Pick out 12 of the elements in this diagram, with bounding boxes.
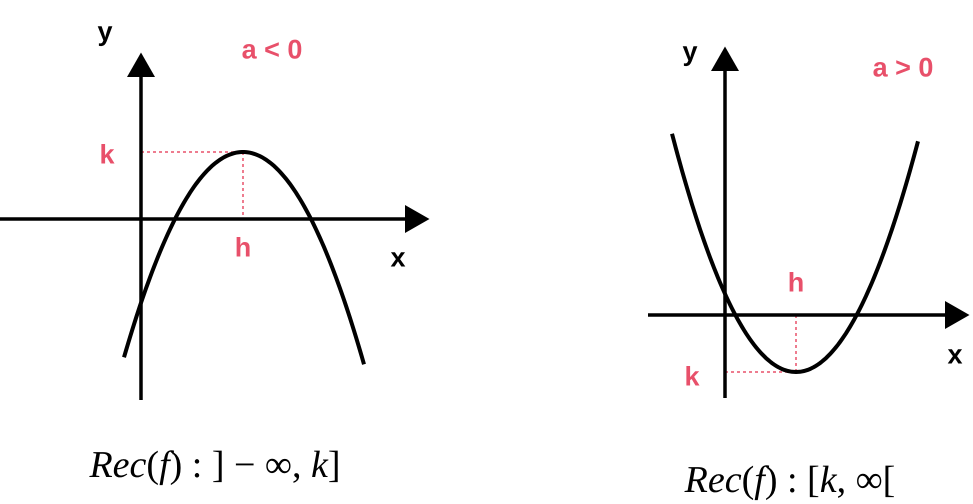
vertex-label: k <box>684 364 700 390</box>
vertex-label: h <box>234 234 252 262</box>
axis-label: y <box>97 18 113 46</box>
vertex-label: h <box>788 270 804 296</box>
vertex-label: k <box>99 142 115 168</box>
range-formula: Rec(f) : [k, ∞[ <box>684 461 896 499</box>
coefficient-label: a < 0 <box>242 36 302 64</box>
axis-label: x <box>390 244 406 272</box>
range-formula: Rec(f) : ] − ∞, k] <box>89 446 341 484</box>
axis-label: y <box>682 38 698 66</box>
axis-label: x <box>947 342 963 368</box>
coefficient-label: a > 0 <box>872 54 934 82</box>
